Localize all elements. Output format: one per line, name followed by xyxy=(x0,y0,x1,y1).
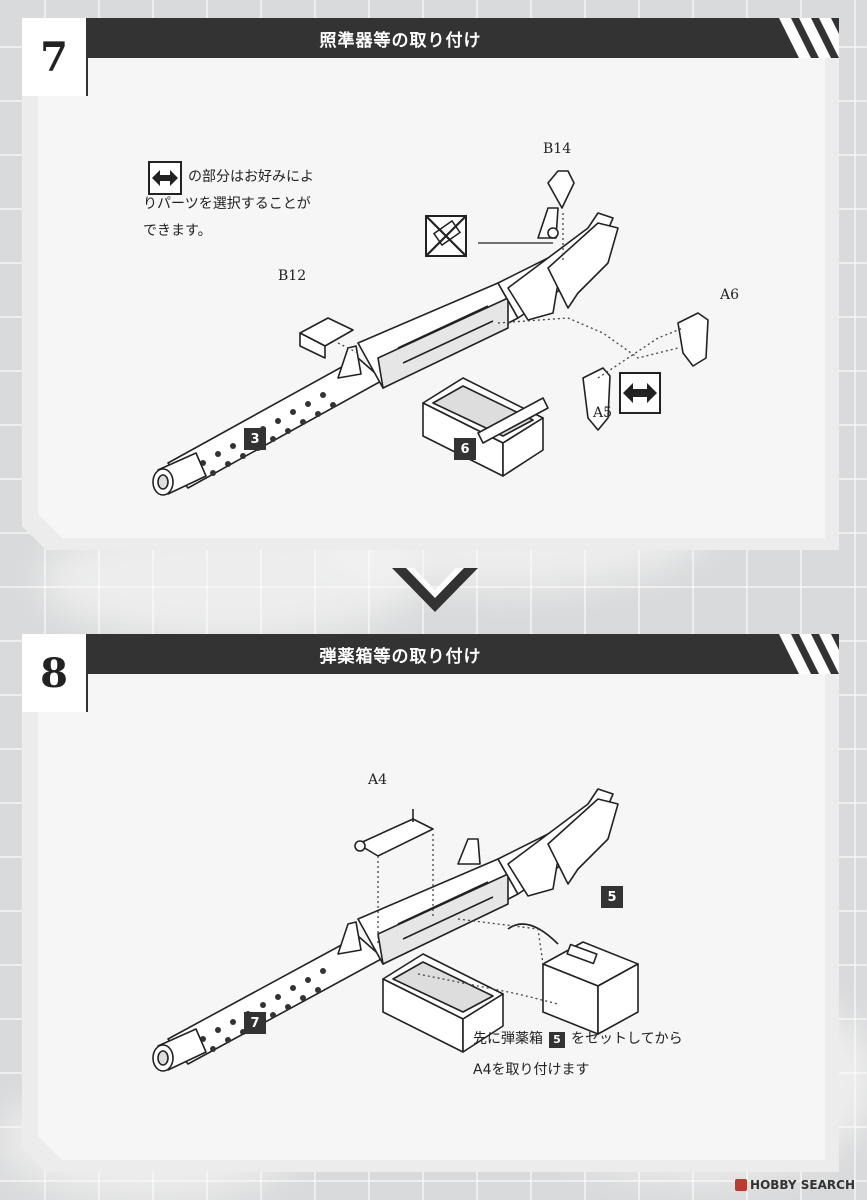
step-8-title: 弾薬箱等の取り付け xyxy=(319,646,482,667)
step-8-note-line-2: A4を取り付けます xyxy=(473,1062,590,1078)
note-line-1: の部分はお好みによ xyxy=(188,169,314,185)
step-7-title: 照準器等の取り付け xyxy=(319,30,482,51)
step-7-diagram xyxy=(38,58,825,538)
step-7-note: の部分はお好みによ りパーツを選択することが できます。 xyxy=(143,164,314,245)
note-line-3: できます。 xyxy=(143,223,212,239)
step-7-header: 照準器等の取り付け xyxy=(22,18,839,58)
note-line-2: りパーツを選択することが xyxy=(143,196,311,212)
part-badge-5: 5 xyxy=(601,886,623,908)
step-8-number: 8 xyxy=(22,634,88,712)
step-8-diagram xyxy=(38,674,825,1160)
step-8-panel: A4 5 7 先に弾薬箱 5 をセットしてから A4を取り付けます 弾薬箱等の取… xyxy=(22,634,839,1172)
note-badge-5: 5 xyxy=(549,1032,565,1048)
part-label-a6: A6 xyxy=(720,287,740,303)
step-8-header: 弾薬箱等の取り付け xyxy=(22,634,839,674)
step-7-canvas: の部分はお好みによ りパーツを選択することが できます。 B14 B12 A6 … xyxy=(38,58,825,538)
step-7-number: 7 xyxy=(22,18,88,96)
part-label-b14: B14 xyxy=(543,141,572,157)
watermark: HOBBY SEARCH xyxy=(735,1178,855,1192)
step-8-note: 先に弾薬箱 5 をセットしてから A4を取り付けます xyxy=(473,1026,683,1084)
note-text-post: をセットしてから xyxy=(571,1031,683,1047)
part-badge-3: 3 xyxy=(244,428,266,450)
step-8-note-line-1: 先に弾薬箱 5 をセットしてから xyxy=(473,1026,683,1053)
part-badge-6: 6 xyxy=(454,438,476,460)
step-8-canvas: A4 5 7 先に弾薬箱 5 をセットしてから A4を取り付けます xyxy=(38,674,825,1160)
header-stripes xyxy=(769,634,839,674)
watermark-logo-icon xyxy=(735,1179,748,1191)
step-7-panel: の部分はお好みによ りパーツを選択することが できます。 B14 B12 A6 … xyxy=(22,18,839,550)
watermark-text: HOBBY SEARCH xyxy=(750,1178,855,1192)
choice-icon xyxy=(620,373,660,413)
part-label-a5: A5 xyxy=(593,405,613,421)
part-badge-7: 7 xyxy=(244,1012,266,1034)
note-text-pre: 先に弾薬箱 xyxy=(473,1031,543,1047)
down-arrow-icon xyxy=(392,568,478,612)
choice-icon xyxy=(148,161,182,195)
cement-icon xyxy=(426,216,466,256)
header-stripes xyxy=(769,18,839,58)
part-label-a4: A4 xyxy=(368,772,388,788)
part-label-b12: B12 xyxy=(278,268,307,284)
